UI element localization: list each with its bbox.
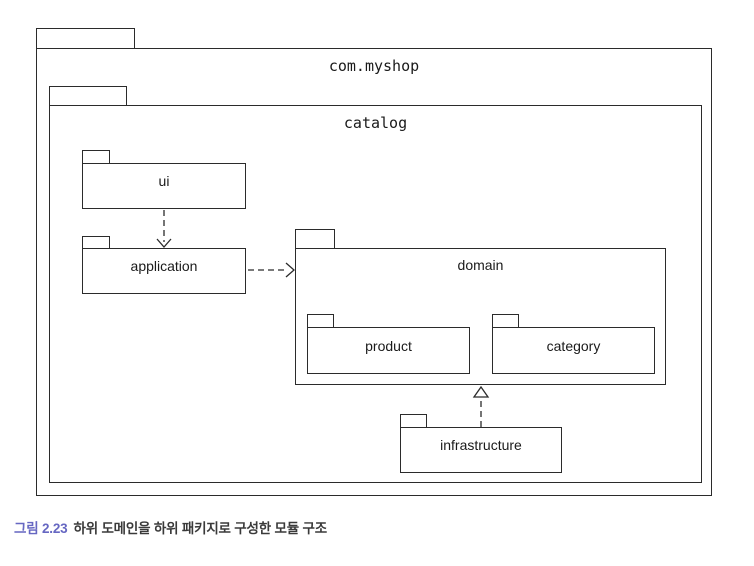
package-label-ui: ui bbox=[158, 173, 170, 189]
figure-caption-number: 그림 2.23 bbox=[14, 521, 68, 536]
package-label-catalog: catalog bbox=[343, 114, 408, 132]
package-tab-ui bbox=[82, 150, 110, 163]
package-tab-catalog bbox=[49, 86, 127, 105]
package-tab-category bbox=[492, 314, 519, 327]
package-label-com-myshop: com.myshop bbox=[328, 57, 420, 75]
package-label-product: product bbox=[365, 338, 412, 354]
package-tab-com-myshop bbox=[36, 28, 135, 48]
package-category: category bbox=[492, 327, 655, 374]
package-product: product bbox=[307, 327, 470, 374]
package-infrastructure: infrastructure bbox=[400, 427, 562, 473]
package-label-infrastructure: infrastructure bbox=[440, 437, 522, 453]
package-tab-infrastructure bbox=[400, 414, 427, 427]
package-ui: ui bbox=[82, 163, 246, 209]
package-label-domain: domain bbox=[457, 257, 504, 273]
package-tab-application bbox=[82, 236, 110, 248]
package-tab-product bbox=[307, 314, 334, 327]
figure-caption-text: 하위 도메인을 하위 패키지로 구성한 모듈 구조 bbox=[73, 521, 327, 536]
package-application: application bbox=[82, 248, 246, 294]
figure-caption: 그림 2.23 하위 도메인을 하위 패키지로 구성한 모듈 구조 bbox=[14, 517, 327, 537]
package-label-application: application bbox=[130, 258, 198, 274]
package-tab-domain bbox=[295, 229, 335, 248]
package-label-category: category bbox=[546, 338, 601, 354]
